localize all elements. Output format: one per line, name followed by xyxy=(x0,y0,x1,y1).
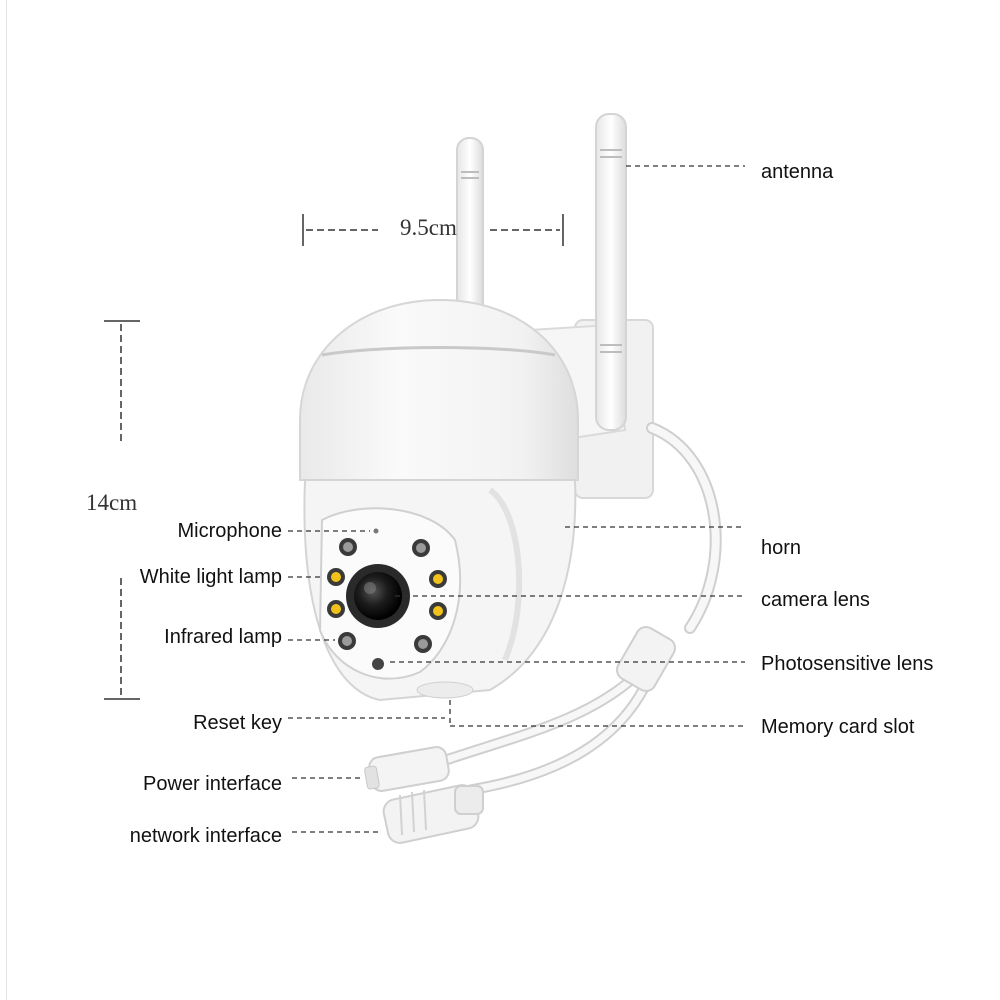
width-dimension-label: 9.5cm xyxy=(400,215,457,240)
antenna-right xyxy=(595,113,627,431)
infrared-lamps xyxy=(338,538,432,653)
page-edge-line xyxy=(6,0,7,1000)
dimension-markers xyxy=(104,214,564,700)
label-horn: horn xyxy=(761,537,802,559)
label-microphone: Microphone xyxy=(177,520,282,542)
cables xyxy=(434,422,722,796)
power-connector xyxy=(364,746,450,792)
height-dimension-label: 14cm xyxy=(86,490,138,515)
label-power-interface: Power interface xyxy=(143,773,282,795)
camera-body xyxy=(303,479,577,702)
network-connector xyxy=(382,784,484,844)
label-memory-card-slot: Memory card slot xyxy=(761,716,915,738)
label-antenna: antenna xyxy=(761,161,834,183)
label-camera-lens: camera lens xyxy=(761,589,870,611)
microphone-hole xyxy=(373,528,379,534)
camera-dome xyxy=(299,298,579,481)
photosensitive-sensor xyxy=(372,658,384,670)
label-infrared-lamp: Infrared lamp xyxy=(164,626,282,648)
label-network-interface: network interface xyxy=(129,825,282,847)
label-photosensitive-lens: Photosensitive lens xyxy=(761,653,934,675)
reset-key-slot xyxy=(416,681,474,699)
label-white-light-lamp: White light lamp xyxy=(139,566,282,588)
antenna-left xyxy=(456,137,484,317)
leader-lines xyxy=(288,165,745,833)
label-reset-key: Reset key xyxy=(193,712,282,734)
white-light-lamps xyxy=(327,568,447,620)
